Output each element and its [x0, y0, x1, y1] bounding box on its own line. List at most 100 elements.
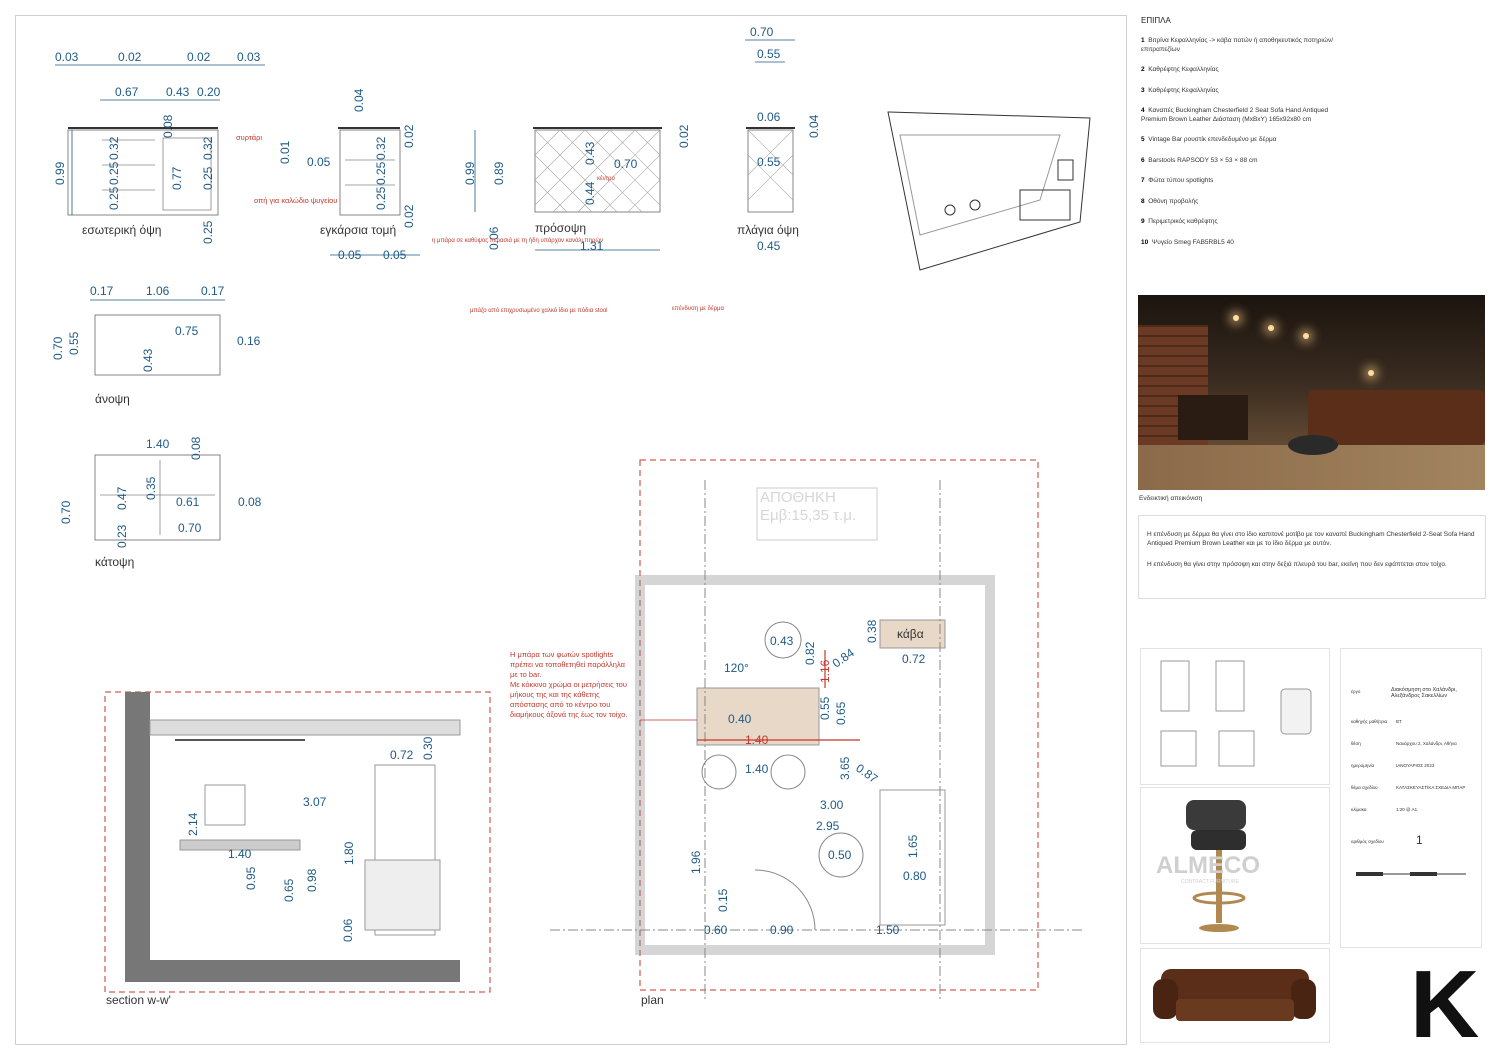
dim: 0.60: [704, 923, 728, 937]
bar-rendering: [1138, 295, 1485, 490]
dim: 0.01: [278, 140, 292, 164]
dim: 0.65: [282, 878, 296, 902]
legend-item: 2 Καθρέφτης Κεφαλληνίας: [1141, 66, 1219, 73]
spotlight-note: πρέπει να τοποθετηθεί παράλληλα: [510, 660, 626, 669]
furniture-legend: 1 Βιτρίνα Κεφαλληνίας -> κάβα ποτών ή απ…: [1141, 37, 1341, 259]
dim: 0.70: [178, 521, 202, 535]
dim: 0.67: [115, 85, 139, 99]
title-label: έργο: [1351, 689, 1361, 694]
section-title: section w-w': [106, 993, 171, 1007]
dim: 0.30: [421, 736, 435, 760]
dim: 0.32: [374, 136, 388, 160]
dim: 0.55: [818, 696, 832, 720]
bottom-view-title: κάτοψη: [95, 555, 134, 569]
dim: 0.87: [853, 761, 880, 786]
dim: 0.08: [238, 495, 262, 509]
title-block: έργο Διακόσμηση στο Χαλάνδρι, Αλεξάνδρος…: [1340, 648, 1482, 948]
dim: 0.06: [341, 918, 355, 942]
dim-red: 1.40: [745, 733, 769, 747]
dim: 0.61: [176, 495, 200, 509]
dim: 3.07: [303, 795, 327, 809]
dim: 0.04: [807, 114, 821, 138]
k-logo: K: [1410, 951, 1480, 1058]
dim: 2.95: [816, 819, 840, 833]
perspective-sketch: [887, 111, 1091, 271]
drawer-note: συρτάρι: [236, 133, 262, 142]
dim: 0.25: [374, 161, 388, 185]
note-paragraph: Η επένδυση θα γίνει στην πρόσοψη και στη…: [1147, 561, 1447, 568]
dim: 0.05: [338, 248, 362, 262]
legend-item: 6 Barstools RAPSODY 53 × 53 × 88 cm: [1141, 156, 1258, 164]
leather-notes: Η επένδυση με δέρμα θα γίνει στο ίδιο κα…: [1138, 515, 1486, 599]
dim: 0.47: [115, 486, 129, 510]
dim: 0.04: [352, 88, 366, 112]
dim: 0.95: [244, 866, 258, 890]
note-paragraph: Η επένδυση με δέρμα θα γίνει στο ίδιο κα…: [1147, 531, 1475, 547]
dim: 0.70: [614, 157, 638, 171]
title-label: ημερομηνία: [1351, 763, 1375, 768]
dim: 0.03: [55, 50, 79, 64]
fridge-drawing: [1140, 648, 1330, 785]
dim: 0.43: [770, 634, 794, 648]
legend-item: 9 Περιμετρικός καθρέφτης: [1141, 218, 1218, 225]
legend-item: 1 Βιτρίνα Κεφαλληνίας -> κάβα ποτών ή απ…: [1141, 37, 1334, 53]
interior-elevation: [67, 129, 219, 216]
drawing-frame: [15, 15, 1127, 1045]
dim: 3.00: [820, 798, 844, 812]
dim: 2.14: [186, 812, 200, 836]
title-value: ΒΤ: [1396, 719, 1402, 724]
title-label: αριθμός σχεδίου: [1351, 839, 1384, 844]
dim: 0.55: [757, 155, 781, 169]
dim: 0.20: [197, 85, 221, 99]
dim: 0.15: [716, 888, 730, 912]
almeco-logo: ALMECO: [1156, 852, 1260, 879]
dim: 1.40: [228, 847, 252, 861]
spotlight-note: μήκους της και της κάθετης: [510, 690, 600, 699]
dim: 0.23: [115, 524, 129, 548]
dim: 0.05: [307, 155, 331, 169]
legend-item: 5 Vintage Bar ρουστίκ επενδεδυμένο με δέ…: [1141, 136, 1277, 143]
dim: 0.55: [757, 47, 781, 61]
dim: 0.72: [390, 748, 414, 762]
dim: 1.96: [689, 850, 703, 874]
title-label: θέση: [1351, 741, 1361, 746]
dim: 0.77: [170, 166, 184, 190]
dim: 0.44: [583, 181, 597, 205]
fridge-hole-note: οπή για καλώδιο ψυγείου: [254, 196, 337, 205]
dim: 0.17: [201, 284, 225, 298]
spotlight-note: Με κόκκινο χρώμα οι μετρήσεις του: [510, 680, 627, 689]
legend-item: 7 Φώτα τύπου spotlights: [1141, 177, 1214, 184]
dim: 0.65: [834, 701, 848, 725]
dim: 0.98: [305, 868, 319, 892]
dim: 0.55: [67, 331, 81, 355]
dim: 0.02: [677, 124, 691, 148]
title-value: Διακόσμηση στο Χαλάνδρι, Αλεξάνδρος Σακε…: [1391, 687, 1457, 699]
center-note: κέντρο: [597, 175, 615, 182]
title-label: θέμα σχεδίου: [1351, 785, 1378, 790]
dim: 0.06: [487, 226, 501, 250]
dim: 1.80: [342, 841, 356, 865]
dim-red: 1.16: [818, 659, 832, 683]
dim: 0.38: [865, 619, 879, 643]
dim: 0.32: [201, 136, 215, 160]
dim: 0.02: [118, 50, 142, 64]
dim: 0.99: [53, 161, 67, 185]
bar-cable-note: η μπάρα σε καθύψος περασιά με τη ήδη υπά…: [432, 237, 603, 244]
dim: 0.75: [175, 324, 199, 338]
dim: 0.70: [59, 500, 73, 524]
scale-bar: [1356, 872, 1466, 876]
cross-section-title: εγκάρσια τομή: [320, 223, 396, 237]
legend-item: 3 Καθρέφτης Κεφαλληνίας: [1141, 86, 1219, 94]
interior-title: εσωτερική όψη: [82, 223, 161, 237]
title-label: καθηγής μαθήτρια: [1351, 719, 1388, 724]
leather-note: επένδυση με δέρμα: [672, 305, 725, 312]
side-title: πλάγια όψη: [737, 223, 799, 237]
dim: 0.08: [161, 114, 175, 138]
dim: 0.89: [492, 161, 506, 185]
dim: 0.72: [902, 652, 926, 666]
dim: 0.90: [770, 923, 794, 937]
legend-item: 8 Οθόνη προβολής: [1141, 197, 1199, 205]
dim: 0.25: [107, 186, 121, 210]
plan-title: plan: [641, 993, 664, 1007]
title-value: ΙΑΝΟΥΑΡΙΟΣ 2023: [1396, 763, 1435, 768]
